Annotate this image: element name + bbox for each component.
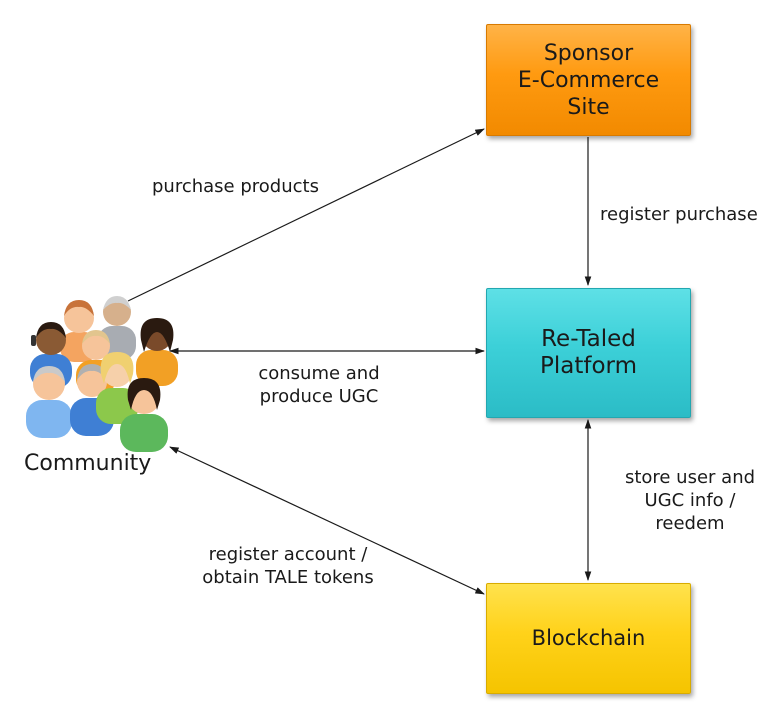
person-front-right-blonde (96, 352, 138, 424)
community-label: Community (24, 451, 152, 476)
person-middle-right (136, 318, 178, 386)
store-user-ugc-info-label: store user and UGC info / reedem (624, 467, 756, 534)
consume-produce-ugc-label: consume and produce UGC (258, 363, 380, 407)
register-purchase-label: register purchase (600, 204, 758, 225)
people-group-icon (26, 296, 178, 452)
re-taled-platform-label: Re-Taled Platform (540, 326, 637, 379)
blockchain-node: Blockchain (486, 583, 691, 694)
sponsor-ecommerce-site-node: Sponsor E-Commerce Site (486, 24, 691, 136)
sponsor-ecommerce-site-label: Sponsor E-Commerce Site (517, 40, 660, 120)
edge-purchase-products (127, 128, 485, 302)
purchase-products-label: purchase products (152, 176, 319, 197)
person-front-right (120, 378, 168, 452)
person-front-left (26, 366, 72, 438)
register-account-tokens-label: register account / obtain TALE tokens (202, 544, 374, 588)
edge-register-account (169, 446, 485, 595)
re-taled-platform-node: Re-Taled Platform (486, 288, 691, 418)
blockchain-label: Blockchain (531, 626, 646, 650)
